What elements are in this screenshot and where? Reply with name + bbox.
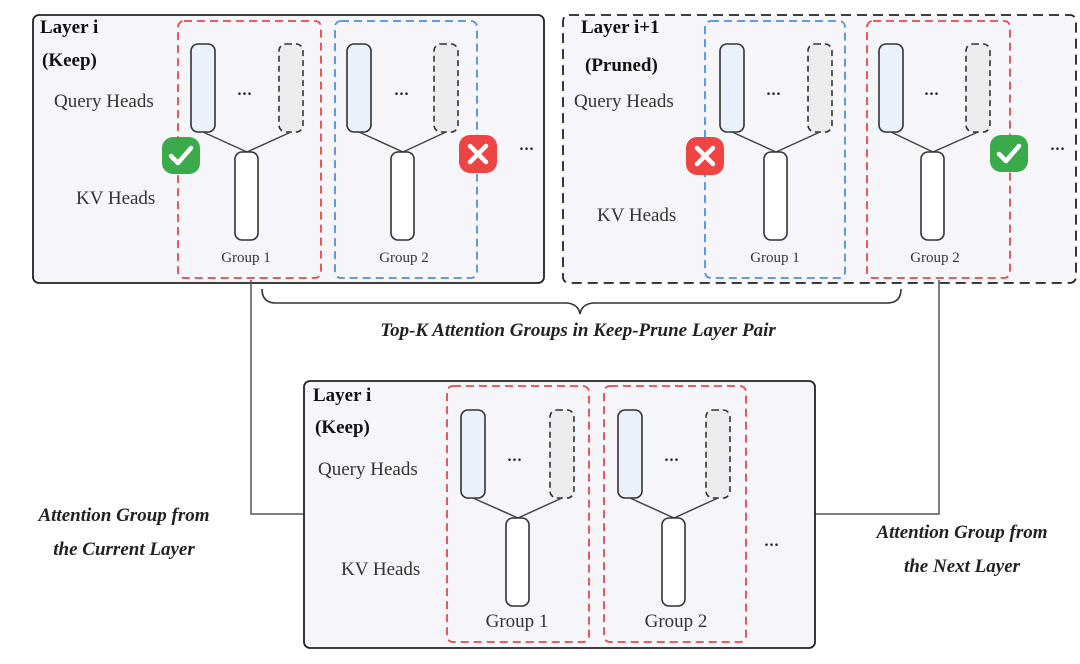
connector: [629, 497, 675, 519]
query-head-dashed: [433, 43, 459, 133]
connector: [358, 131, 404, 153]
group-label: Group 2: [379, 250, 429, 266]
connector: [402, 131, 447, 153]
group-label: Group 1: [750, 250, 800, 266]
kv-head: [763, 151, 788, 241]
brace-caption: Top-K Attention Groups in Keep-Prune Lay…: [380, 320, 776, 341]
more-groups-ellipsis: ...: [1051, 137, 1066, 154]
query-head: [617, 409, 643, 499]
query-heads-label: Query Heads: [574, 91, 674, 112]
heads-ellipsis: ...: [767, 82, 782, 99]
query-head-dashed: [807, 43, 833, 133]
kv-head: [920, 151, 945, 241]
heads-ellipsis: ...: [665, 448, 680, 465]
query-head-dashed: [549, 409, 575, 499]
kv-head: [234, 151, 259, 241]
connector: [932, 131, 979, 153]
panel-title-line2: (Keep): [315, 417, 370, 438]
connector: [890, 131, 934, 153]
heads-ellipsis: ...: [238, 82, 253, 99]
check-icon: [162, 137, 200, 174]
heads-ellipsis: ...: [925, 82, 940, 99]
attention-group-1: ... Group 1: [177, 20, 322, 279]
left-caption-line2: the Current Layer: [53, 539, 195, 560]
query-head-dashed: [278, 43, 304, 133]
right-caption-line2: the Next Layer: [904, 556, 1021, 577]
kv-heads-label: KV Heads: [76, 188, 155, 209]
query-heads-label: Query Heads: [54, 91, 154, 112]
panel-merged-layer: Layer i (Keep) Query Heads KV Heads ... …: [303, 380, 816, 649]
query-head: [719, 43, 745, 133]
panel-title-line1: Layer i: [40, 17, 98, 38]
kv-head: [390, 151, 415, 241]
left-caption-line1: Attention Group from: [37, 505, 209, 526]
right-caption-line1: Attention Group from: [875, 522, 1047, 543]
panel-border: [303, 380, 816, 649]
panel-title-line2: (Pruned): [585, 55, 658, 76]
query-head: [190, 43, 216, 133]
connector: [517, 497, 563, 519]
query-head-dashed: [705, 409, 731, 499]
panel-title-line1: Layer i+1: [581, 17, 660, 38]
panel-title-line1: Layer i: [313, 385, 371, 406]
attention-group-1: ... Group 1: [446, 385, 590, 643]
panel-border: [562, 14, 1077, 284]
panel-layer-i1-pruned: Layer i+1 (Pruned) Query Heads KV Heads …: [562, 14, 1077, 284]
connector: [202, 131, 248, 153]
check-icon: [990, 135, 1028, 172]
more-groups-ellipsis: ...: [765, 533, 780, 550]
group-label: Group 1: [221, 250, 271, 266]
group-label: Group 2: [910, 250, 960, 266]
group-border: [603, 385, 747, 643]
attention-group-2: ... Group 2: [603, 385, 747, 643]
query-head: [878, 43, 904, 133]
query-head: [460, 409, 486, 499]
cross-icon: [459, 135, 497, 173]
heads-ellipsis: ...: [508, 448, 523, 465]
group-label: Group 1: [486, 611, 549, 632]
group-border: [446, 385, 590, 643]
cross-icon: [686, 137, 724, 175]
kv-head: [661, 517, 686, 607]
top-k-brace: [261, 288, 902, 315]
kv-head: [505, 517, 530, 607]
query-heads-label: Query Heads: [318, 459, 418, 480]
heads-ellipsis: ...: [395, 82, 410, 99]
query-head: [346, 43, 372, 133]
panel-title-line2: (Keep): [42, 50, 97, 71]
query-head-dashed: [965, 43, 991, 133]
connector: [472, 497, 519, 519]
connector: [731, 131, 777, 153]
attention-group-2: ... Group 2: [334, 20, 478, 279]
more-groups-ellipsis: ...: [520, 137, 535, 154]
group-label: Group 2: [645, 611, 708, 632]
connector: [673, 497, 719, 519]
kv-heads-label: KV Heads: [341, 559, 420, 580]
attention-group-2: ... Group 2: [866, 20, 1011, 279]
panel-border: [32, 14, 545, 284]
kv-heads-label: KV Heads: [597, 205, 676, 226]
connector: [246, 131, 292, 153]
panel-layer-i-keep: Layer i (Keep) Query Heads KV Heads ... …: [32, 14, 545, 284]
connector: [775, 131, 821, 153]
